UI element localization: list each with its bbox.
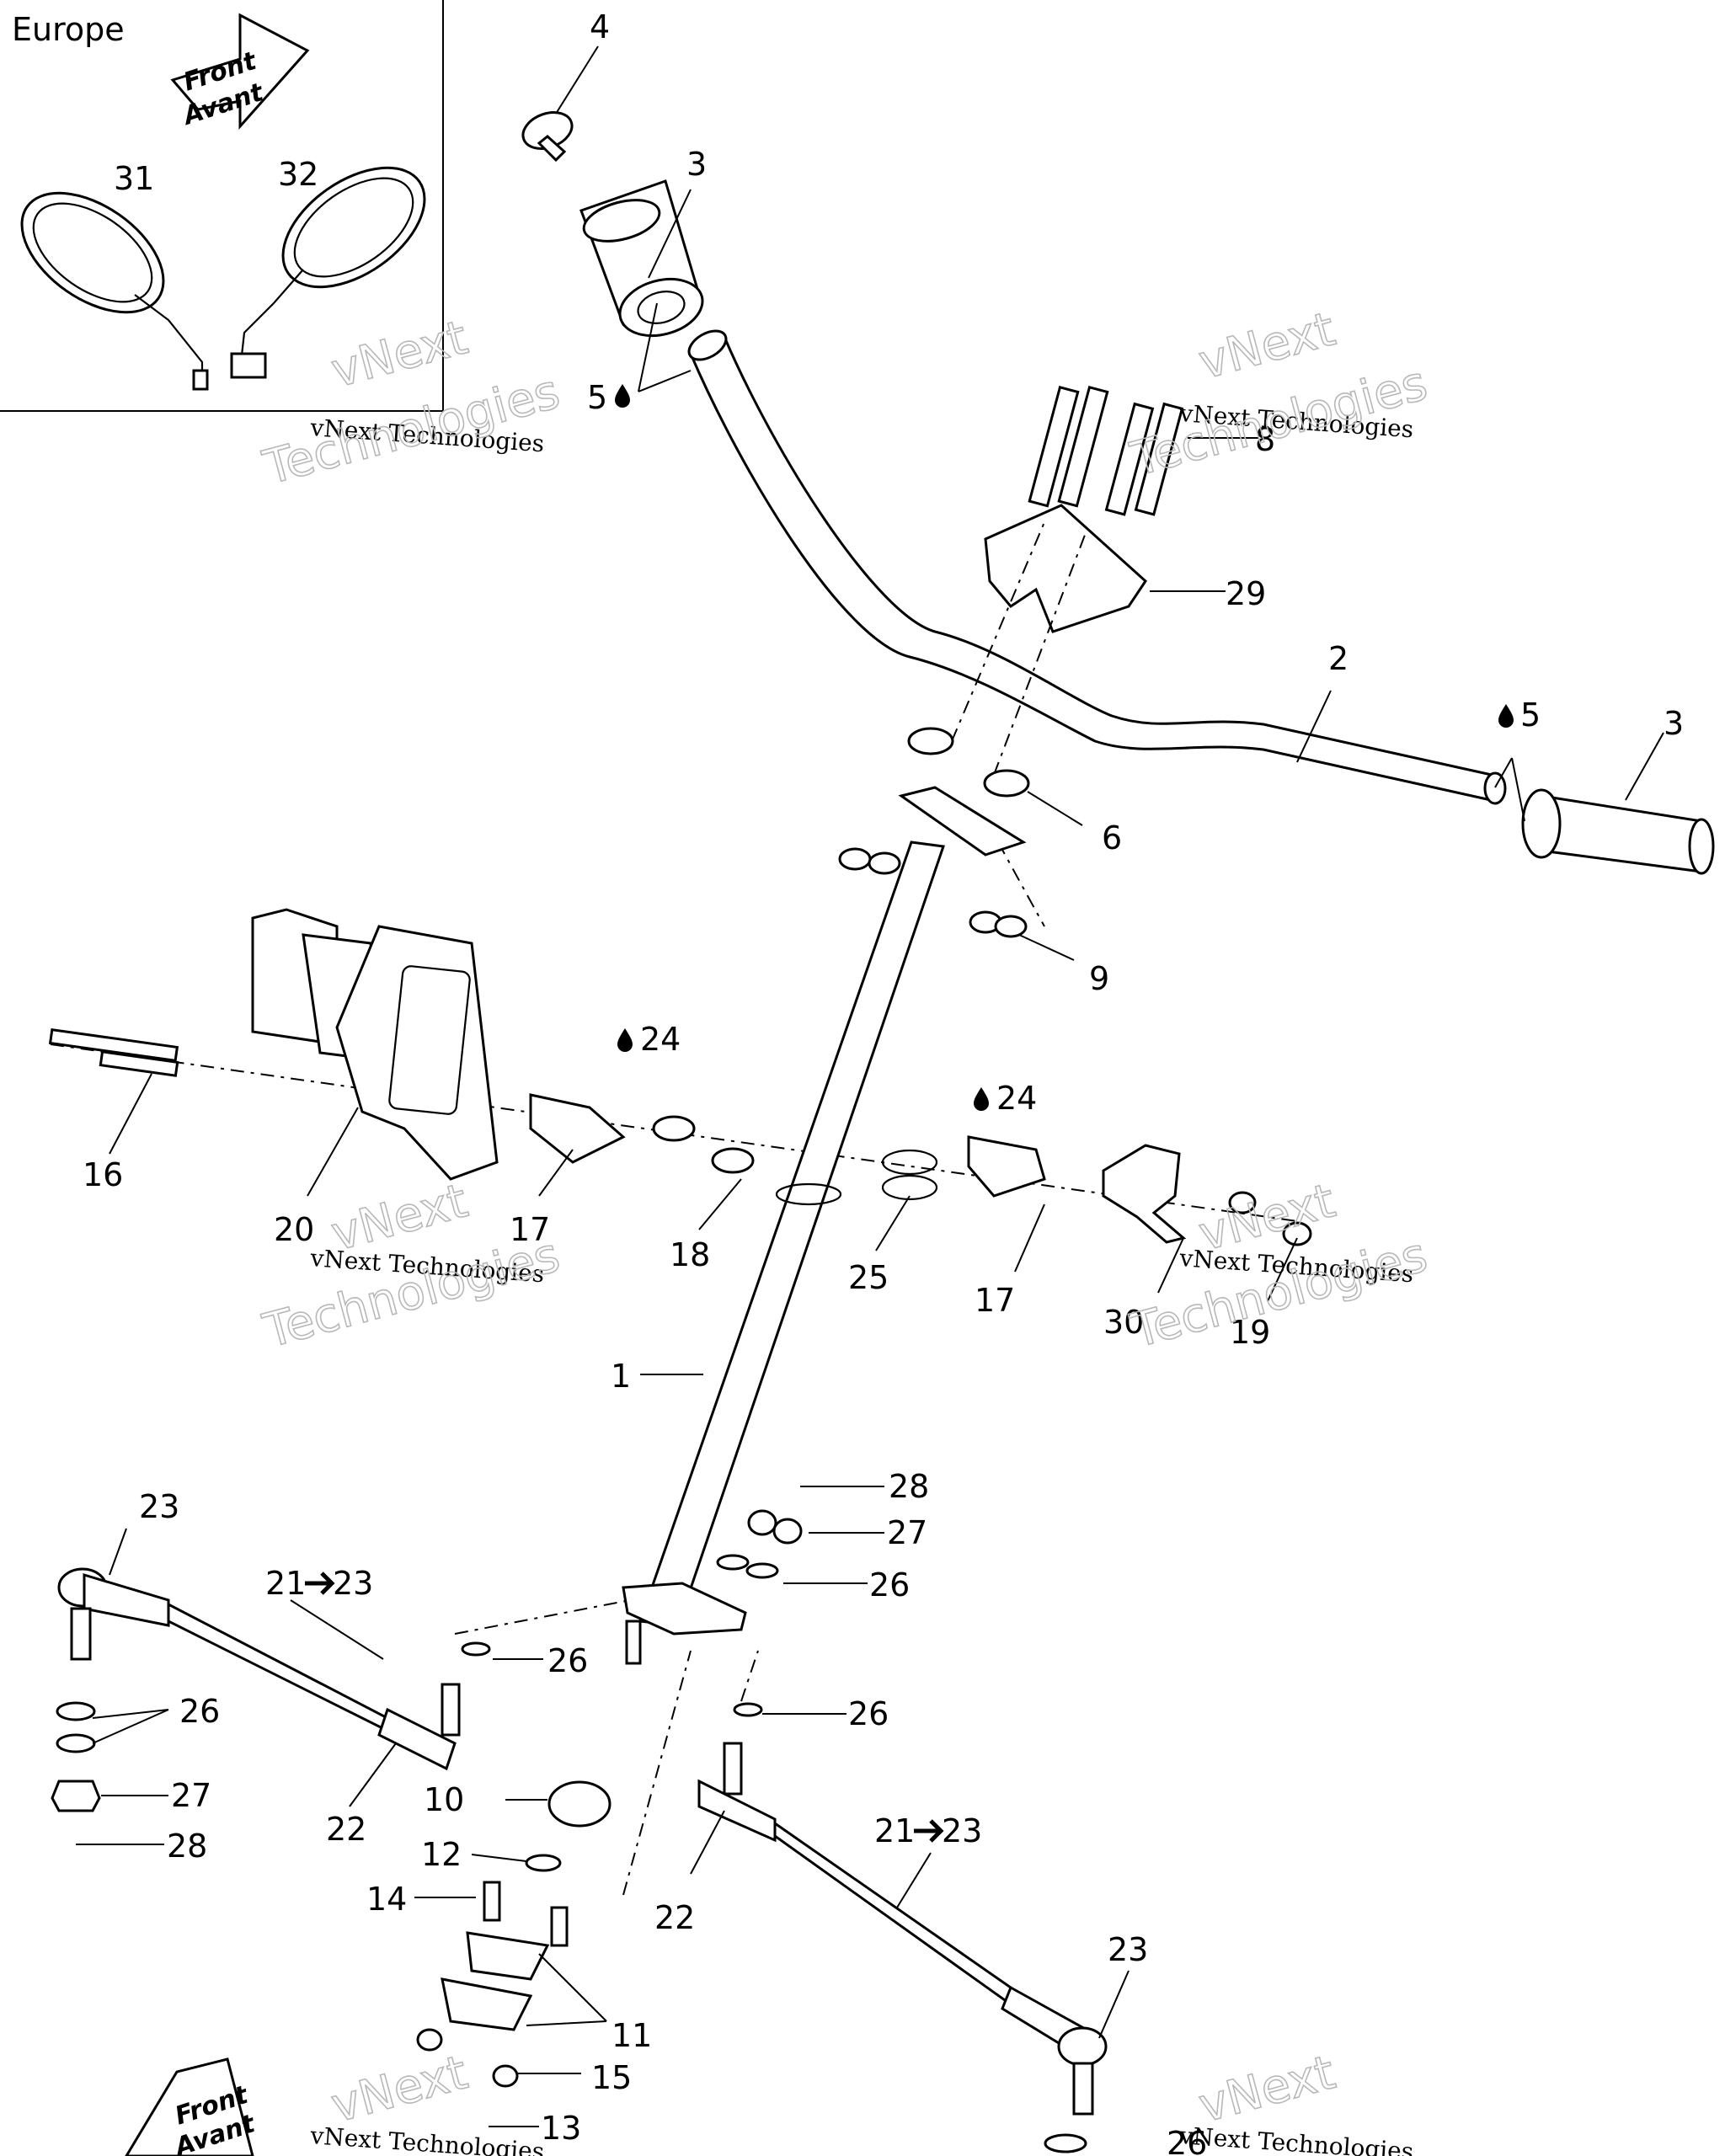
callout-28-left: 28: [167, 1828, 207, 1865]
callout-20: 20: [274, 1211, 314, 1248]
svg-text:vNext: vNext: [326, 2045, 473, 2133]
callout-5-right: 5: [1520, 696, 1541, 734]
bottom-front-arrow-icon: Front Avant: [125, 2057, 259, 2156]
callout-24: 24: [640, 1021, 681, 1058]
assembly-lines: [50, 521, 1298, 1896]
callout-10: 10: [424, 1781, 464, 1818]
lubricant-drop-icon: [615, 384, 630, 408]
callout-26-b: 26: [547, 1642, 588, 1679]
callout-6: 6: [1102, 819, 1122, 857]
callout-3: 3: [686, 146, 707, 183]
callout-30: 30: [1103, 1304, 1144, 1341]
callout-24-right: 24: [996, 1080, 1037, 1117]
lubricant-drop-icon: [1498, 704, 1514, 728]
callout-11: 11: [611, 2017, 652, 2054]
left-mirror-icon: [20, 191, 209, 391]
svg-text:Technologies: Technologies: [1125, 1228, 1433, 1359]
mounting-bolts: [48, 1027, 179, 1077]
callout-22-left: 22: [326, 1811, 366, 1848]
right-grip: [1521, 788, 1715, 875]
svg-text:vNext: vNext: [326, 1173, 473, 1262]
callout-23-right: 23: [1108, 1931, 1148, 1968]
callout-31: 31: [114, 160, 154, 197]
lubricant-drop-icon: [974, 1087, 989, 1111]
mounting-plate: [251, 908, 499, 1181]
callout-21-to-23-right: 21 23: [874, 1812, 982, 1849]
callout-18: 18: [670, 1236, 710, 1273]
callout-13: 13: [541, 2110, 581, 2147]
arrow-right-icon: [914, 1819, 944, 1843]
left-tie-rod: [57, 1567, 461, 1771]
right-mirror-icon: [230, 166, 426, 379]
callout-16: 16: [83, 1156, 123, 1193]
front-arrow-icon: Front Avant: [170, 13, 310, 131]
callout-26-c: 26: [179, 1693, 220, 1730]
svg-text:23: 23: [942, 1812, 982, 1849]
svg-text:vNext: vNext: [1194, 1173, 1341, 1262]
lubricant-drop-icon: [617, 1028, 633, 1052]
callout-21-to-23-left: 21 23: [265, 1565, 373, 1602]
right-tie-rod: [697, 1742, 1108, 2116]
arrow-right-icon: [305, 1572, 335, 1595]
callout-26-d: 26: [848, 1695, 889, 1732]
callout-5: 5: [587, 379, 607, 416]
svg-text:21: 21: [265, 1565, 306, 1602]
lower-hardware: [51, 1509, 1087, 2153]
callout-2: 2: [1328, 640, 1348, 677]
pitman-arm: [622, 1582, 747, 1665]
svg-text:vNext: vNext: [1194, 302, 1341, 390]
callout-25: 25: [848, 1259, 889, 1296]
callout-1: 1: [611, 1358, 631, 1395]
left-grip: [579, 179, 704, 338]
svg-text:23: 23: [333, 1565, 373, 1602]
callout-12: 12: [421, 1836, 462, 1873]
callout-27: 27: [887, 1514, 927, 1551]
inset-region-label: Europe: [12, 11, 125, 48]
svg-text:vNext: vNext: [326, 310, 473, 398]
handlebar-clamp: [984, 385, 1184, 633]
clamp-blocks: [529, 1093, 1046, 1201]
callout-22-right: 22: [654, 1899, 695, 1936]
europe-inset: Europe Front Avant 31 32: [0, 0, 444, 412]
callout-15: 15: [591, 2059, 632, 2096]
column-upper-bracket: [838, 727, 1030, 938]
handlebar: [687, 329, 1507, 805]
right-bracket: [1102, 1144, 1312, 1246]
callout-14: 14: [366, 1881, 407, 1918]
svg-text:21: 21: [874, 1812, 915, 1849]
callout-28: 28: [889, 1468, 929, 1505]
callout-17: 17: [510, 1211, 550, 1248]
callout-labels: 4 3 5 8 29 2 5 3 6 9 24 24 16 20 17 18 2…: [83, 8, 1684, 2156]
svg-text:vNext: vNext: [1194, 2045, 1341, 2133]
callout-26-e: 26: [1167, 2125, 1207, 2156]
callout-8: 8: [1255, 421, 1275, 458]
leader-lines: [76, 45, 1664, 2127]
callout-26-a: 26: [869, 1566, 910, 1604]
callout-19: 19: [1230, 1314, 1270, 1351]
steering-column: [638, 841, 946, 1627]
callout-4: 4: [590, 8, 610, 45]
callout-9: 9: [1089, 960, 1109, 997]
callout-32: 32: [278, 156, 318, 193]
callout-27-left: 27: [171, 1777, 211, 1814]
callout-23-left: 23: [139, 1488, 179, 1525]
callout-3-right: 3: [1664, 705, 1684, 742]
bar-end-plug: [521, 111, 574, 163]
callout-17-right: 17: [975, 1282, 1015, 1319]
callout-29: 29: [1226, 575, 1266, 612]
